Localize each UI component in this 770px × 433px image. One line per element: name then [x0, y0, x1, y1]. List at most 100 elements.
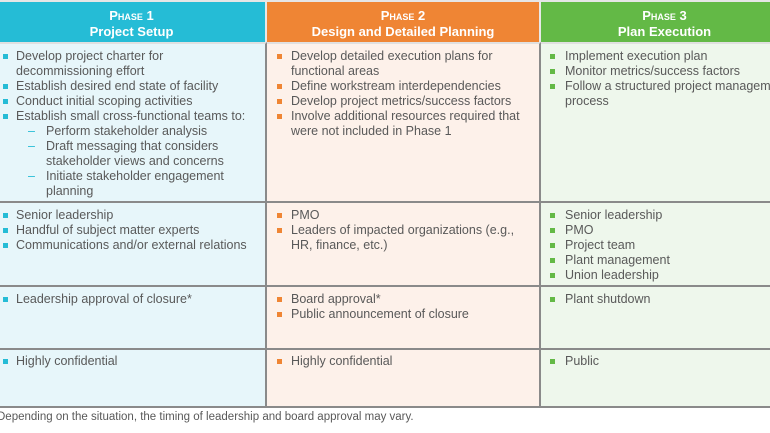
bullet-icon — [277, 312, 282, 317]
list-item: Develop project charter for decommission… — [0, 49, 265, 79]
list-item: Establish desired end state of facility — [0, 79, 265, 94]
decisions-phase-1: Leadership approval of closure* — [0, 287, 267, 350]
list-item: Implement execution plan — [541, 49, 770, 64]
bullet-icon — [277, 297, 282, 302]
item-text: Develop project metrics/success factors — [291, 94, 512, 108]
sub-list-item: –Initiate stakeholder engagement plannin… — [0, 169, 265, 199]
item-text: Conduct initial scoping activities — [16, 94, 193, 108]
stakeholders-phase-1: Senior leadership Handful of subject mat… — [0, 203, 267, 287]
bullet-icon — [550, 297, 555, 302]
item-text: Board approval* — [291, 292, 381, 306]
bullet-icon — [3, 99, 8, 104]
confidentiality-phase-3: Public — [541, 350, 770, 408]
item-text: Plant management — [565, 253, 670, 267]
bullet-icon — [3, 228, 8, 233]
list-item: PMO — [541, 223, 770, 238]
activities-phase-2: Develop detailed execution plans for fun… — [267, 42, 541, 203]
list-item: Involve additional resources required th… — [267, 109, 539, 139]
sub-list-item: –Perform stakeholder analysis — [0, 124, 265, 139]
decisions-phase-3: Plant shutdown — [541, 287, 770, 350]
phase-title: Design and Detailed Planning — [311, 24, 495, 39]
bullet-icon — [550, 228, 555, 233]
bullet-icon — [3, 297, 8, 302]
item-text: Follow a structured project management — [565, 79, 770, 93]
bullet-icon — [277, 213, 282, 218]
bullet-icon — [550, 258, 555, 263]
item-text: PMO — [291, 208, 320, 222]
bullet-icon — [3, 84, 8, 89]
item-text: Develop project charter for decommission… — [16, 49, 164, 78]
item-text: Establish small cross-functional teams t… — [16, 109, 246, 123]
bullet-icon — [550, 359, 555, 364]
phase-label: Phase 2 — [380, 8, 426, 23]
bullet-icon — [3, 213, 8, 218]
phase-label: Phase 1 — [109, 8, 154, 23]
bullet-icon — [3, 114, 8, 119]
list-item: Establish small cross-functional teams t… — [0, 109, 265, 124]
item-text: Highly confidential — [291, 354, 393, 368]
list-item: Highly confidential — [267, 354, 539, 369]
dash-icon: – — [28, 169, 35, 183]
item-text: Union leadership — [565, 268, 659, 282]
item-text: Monitor metrics/success factors — [565, 64, 741, 78]
dash-icon: – — [28, 124, 35, 138]
item-text: Public — [565, 354, 600, 368]
bullet-icon — [277, 54, 282, 59]
item-text: Establish desired end state of facility — [16, 79, 219, 93]
bullet-icon — [550, 213, 555, 218]
item-text: Initiate stakeholder engagement planning — [46, 169, 224, 198]
list-item: Board approval* — [267, 292, 539, 307]
stakeholders-phase-3: Senior leadership PMO Project team Plant… — [541, 203, 770, 287]
list-item: Define workstream interdependencies — [267, 79, 539, 94]
item-text: PMO — [565, 223, 594, 237]
list-item: Union leadership — [541, 268, 770, 283]
item-text: Define workstream interdependencies — [291, 79, 501, 93]
item-text: Handful of subject matter experts — [16, 223, 200, 237]
phase-label: Phase 3 — [642, 8, 687, 23]
item-text: Senior leadership — [16, 208, 114, 222]
list-item: Develop project metrics/success factors — [267, 94, 539, 109]
bullet-icon — [277, 84, 282, 89]
decisions-phase-2: Board approval* Public announcement of c… — [267, 287, 541, 350]
item-text: process — [565, 94, 609, 108]
activities-phase-3: Implement execution plan Monitor metrics… — [541, 42, 770, 203]
list-item: Handful of subject matter experts — [0, 223, 265, 238]
item-text: Highly confidential — [16, 354, 118, 368]
bullet-icon — [550, 273, 555, 278]
footnote: Depending on the situation, the timing o… — [0, 411, 414, 423]
dash-icon: – — [28, 139, 35, 153]
bullet-icon — [3, 54, 8, 59]
list-item: Communications and/or external relations — [0, 238, 265, 253]
list-item: Plant management — [541, 253, 770, 268]
activities-phase-1: Develop project charter for decommission… — [0, 42, 267, 203]
bullet-icon — [277, 114, 282, 119]
item-text: Involve additional resources required th… — [291, 109, 520, 138]
item-text: Public announcement of closure — [291, 307, 469, 321]
stakeholders-phase-2: PMO Leaders of impacted organizations (e… — [267, 203, 541, 287]
item-text: Draft messaging that considers stakehold… — [46, 139, 224, 168]
list-item: Highly confidential — [0, 354, 265, 369]
item-text: Plant shutdown — [565, 292, 651, 306]
item-text: Communications and/or external relations — [16, 238, 247, 252]
sub-list-item: –Draft messaging that considers stakehol… — [0, 139, 265, 169]
item-text: Leadership approval of closure* — [16, 292, 192, 306]
list-item: Senior leadership — [541, 208, 770, 223]
item-text: Develop detailed execution plans for fun… — [291, 49, 493, 78]
list-item: Conduct initial scoping activities — [0, 94, 265, 109]
list-item: Monitor metrics/success factors — [541, 64, 770, 79]
bullet-icon — [277, 228, 282, 233]
bullet-icon — [3, 359, 8, 364]
list-item: Leadership approval of closure* — [0, 292, 265, 307]
phase-title: Project Setup — [89, 24, 174, 39]
item-text: Perform stakeholder analysis — [46, 124, 208, 138]
bullet-icon — [277, 99, 282, 104]
list-item: Develop detailed execution plans for fun… — [267, 49, 539, 79]
bullet-icon — [3, 243, 8, 248]
list-item: Project team — [541, 238, 770, 253]
bullet-icon — [550, 84, 555, 89]
list-item: Plant shutdown — [541, 292, 770, 307]
